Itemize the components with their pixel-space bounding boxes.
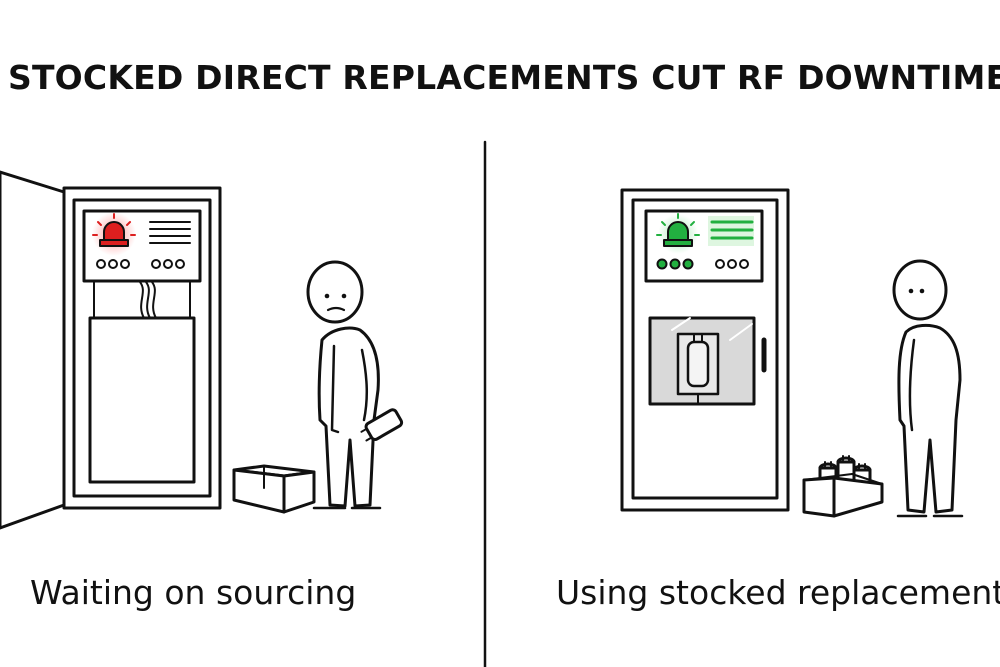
cables [93, 281, 191, 319]
page-title: STOCKED DIRECT REPLACEMENTS CUT RF DOWNT… [8, 58, 1000, 97]
status-display [708, 216, 754, 246]
parts-bin-icon [802, 455, 884, 518]
beacon-icon [656, 213, 700, 254]
worried-technician [306, 260, 404, 510]
empty-component-bay [88, 316, 196, 484]
caption-using-stocked-replacement: Using stocked replacement [556, 573, 1000, 612]
status-display [149, 221, 191, 244]
left-cabinet [0, 170, 222, 530]
capacitor-icon [676, 332, 720, 405]
empty-parts-bin [232, 464, 316, 514]
right-cabinet [620, 188, 790, 512]
caption-waiting-on-sourcing: Waiting on sourcing [30, 573, 357, 612]
indicator-lights [96, 259, 185, 269]
calm-technician [892, 259, 964, 518]
open-door [0, 170, 66, 530]
beacon-icon [92, 212, 136, 256]
capacitor-icon [360, 408, 404, 442]
indicator-lights [656, 258, 749, 270]
